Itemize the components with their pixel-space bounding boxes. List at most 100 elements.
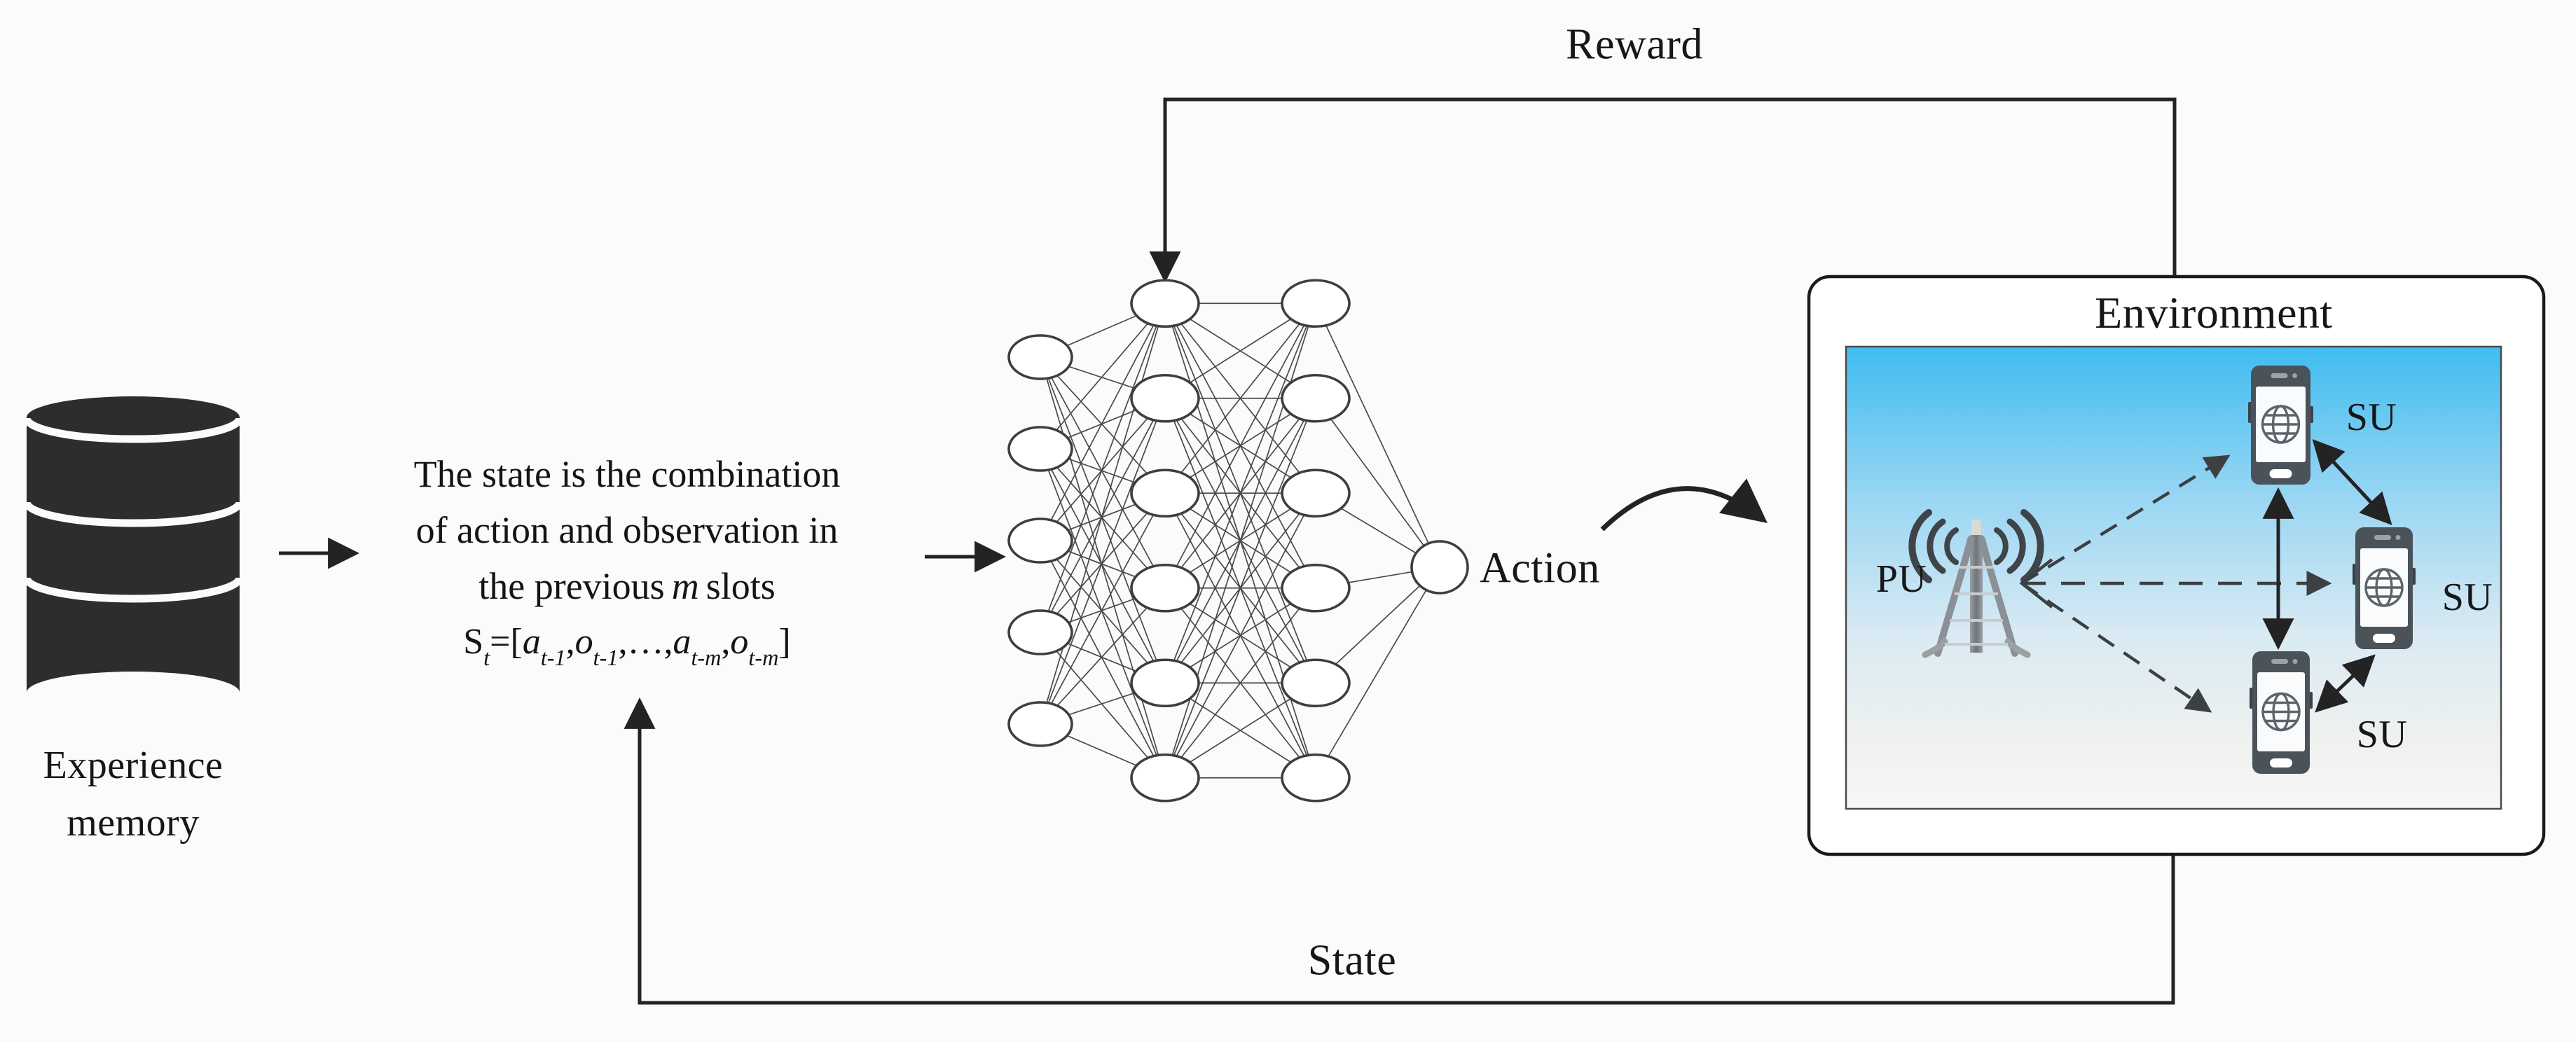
formula-o2: o [730,622,749,662]
nn-hidden-node [1130,753,1200,803]
nn-connection [1164,303,1316,589]
formula-a1: a [522,622,541,662]
nn-connection [1040,303,1166,541]
reward-feedback-arrow [1149,97,2177,284]
nn-connection [1315,398,1440,568]
su-phone-bottom [2250,651,2313,774]
state-formula: St=[at-1,ot-1,…,at-m,ot-m] [312,614,942,681]
nn-connection [1040,356,1166,494]
nn-connection [1040,588,1166,725]
nn-output-node [1410,540,1469,595]
su-phones [2248,366,2416,774]
neural-network [1007,279,1469,803]
su-phone-right [2353,527,2416,649]
nn-input-node [1007,426,1073,472]
experience-memory-line2: memory [67,801,200,845]
formula-close: ] [778,622,791,662]
nn-connection [1315,303,1440,568]
globe-icon [2261,692,2301,732]
action-label: Action [1480,544,1600,592]
nn-connection [1164,492,1316,779]
database-body [27,396,240,693]
state-feedback-arrow [624,697,2175,1005]
formula-a2-sub: t-m [691,645,722,671]
state-description-text: The state is the combination of action a… [312,446,942,681]
signal-waves-icon [1908,509,2044,583]
su-label-right: SU [2441,576,2493,619]
formula-S: S [463,622,484,662]
nn-input-node [1007,517,1073,564]
nn-connection [1040,356,1166,683]
nn-connection [1164,303,1316,494]
nn-connection [1164,303,1316,683]
formula-a2: a [673,622,691,662]
formula-eq: =[ [490,622,523,662]
link-right-bottom-su [2315,654,2376,713]
nn-hidden-node [1281,279,1351,328]
state-text-line3-m: m [671,565,699,607]
nn-hidden-node [1130,279,1200,328]
nn-hidden-node [1281,753,1351,803]
nn-input-node [1007,609,1073,655]
experience-memory-line1: Experience [43,744,223,787]
nn-connection [1040,303,1166,725]
action-to-environment-arrow [1600,478,1768,532]
nn-connection [1164,588,1316,779]
state-text-line3-after: slots [705,565,776,607]
nn-hidden-node [1281,658,1351,708]
formula-comma2: , [721,622,731,662]
su-label-bottom: SU [2356,713,2408,756]
state-label: State [1307,936,1397,985]
link-top-right-su [2312,439,2392,525]
nn-hidden-node [1130,468,1200,518]
su-label-top: SU [2346,396,2397,439]
globe-icon [2261,405,2301,444]
formula-o1-sub: t-1 [593,645,619,671]
pu-label: PU [1875,557,1927,601]
nn-hidden-node [1281,563,1351,613]
formula-o1: o [574,622,593,662]
nn-connection [1040,448,1166,779]
nn-connection [1040,540,1166,683]
nn-hidden-node [1281,468,1351,518]
su-su-links [2262,439,2392,713]
environment-title: Environment [2095,288,2333,338]
nn-connection [1164,398,1316,779]
database-separator [22,501,244,527]
globe-icon [2364,568,2404,607]
formula-comma1: , [565,622,575,662]
nn-connection [1040,448,1166,683]
state-text-line1: The state is the combination [413,453,841,495]
nn-input-node [1007,701,1073,747]
nn-hidden-node [1281,373,1351,423]
nn-connection [1040,303,1166,450]
nn-input-node [1007,334,1073,380]
state-text-line3-before: the previous [478,565,665,607]
nn-connection [1040,492,1166,725]
pu-tower-icon [1908,509,2044,658]
nn-connection [1040,398,1166,725]
formula-a1-sub: t-1 [540,645,566,671]
nn-hidden-node [1130,658,1200,708]
nn-connection [1315,567,1440,779]
state-text-line2: of action and observation in [415,509,839,551]
nn-connection [1040,356,1166,778]
nn-connection [1040,540,1166,779]
nn-connection [1040,303,1166,633]
nn-connection [1040,632,1166,779]
nn-connection [1040,448,1166,589]
nn-connection [1040,356,1166,589]
database-separator [22,577,244,603]
reward-label: Reward [1566,20,1703,69]
experience-memory-database-icon [22,396,244,693]
formula-o2-sub: t-m [748,645,779,671]
su-phone-top [2248,366,2313,485]
nn-hidden-node [1130,373,1200,423]
nn-hidden-node [1130,563,1200,613]
experience-memory-label: Experience memory [43,737,223,852]
dashed-link-bottom-su [2020,582,2212,713]
dashed-link-top-su [2020,454,2231,585]
database-separator [22,417,244,443]
